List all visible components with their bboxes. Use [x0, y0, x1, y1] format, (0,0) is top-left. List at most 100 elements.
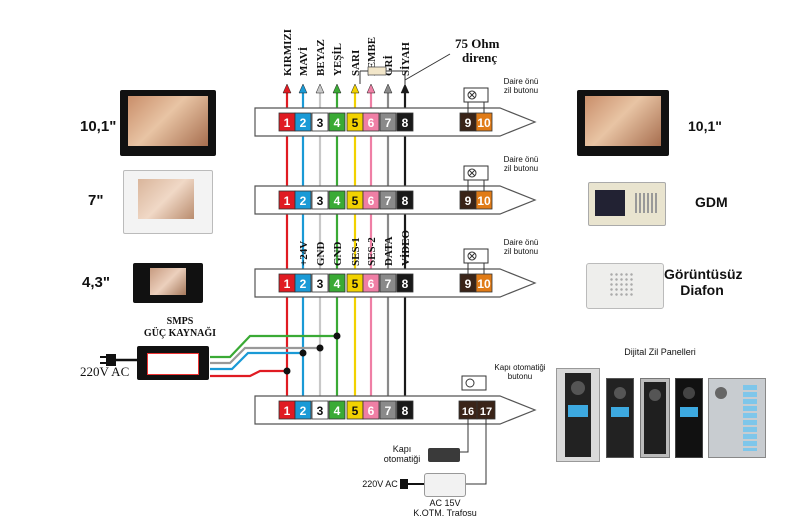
terminal-number: 1	[284, 116, 291, 130]
terminal-box	[328, 400, 346, 420]
terminal-box	[396, 400, 414, 420]
psu-ac-label: 220V AC	[80, 364, 130, 379]
terminal-number: 4	[334, 277, 341, 291]
terminal-box	[311, 112, 329, 132]
wire-arrow	[366, 83, 376, 94]
psu-wire	[210, 351, 303, 371]
door-panel	[606, 378, 634, 458]
bell-icon	[468, 91, 476, 99]
terminal-number: 3	[317, 116, 324, 130]
wire-arrow	[282, 83, 292, 94]
door-panel	[640, 378, 670, 458]
door-button-label: Kapı otomatiği	[494, 363, 545, 372]
bell-icon	[468, 252, 476, 260]
monitor-size-label: 10,1"	[80, 118, 117, 135]
monitor-size-label: 4,3"	[82, 274, 110, 291]
terminal-box	[311, 273, 329, 293]
gdm-unit	[588, 182, 666, 226]
terminal-number: 5	[352, 404, 359, 418]
psu-box	[137, 346, 209, 380]
terminal-number: 6	[368, 116, 375, 130]
wire-arrow	[315, 83, 325, 94]
resistor-icon	[367, 66, 387, 76]
resistor-label: 75 Ohm	[455, 36, 500, 51]
door-wire	[460, 419, 469, 453]
monitor-size-label: 7"	[88, 192, 104, 209]
panels-title: Dijital Zil Panelleri	[624, 347, 696, 357]
terminal-number: 2	[300, 116, 307, 130]
terminal-box	[294, 190, 312, 210]
wire-arrow	[332, 83, 342, 94]
terminal-number: 2	[300, 277, 307, 291]
terminal-number: 3	[317, 404, 324, 418]
monitor-7-inch-left	[123, 170, 213, 234]
wire-arrow	[350, 83, 360, 94]
terminal-box	[379, 400, 397, 420]
terminal-box	[379, 190, 397, 210]
terminal-number: 10	[477, 194, 491, 208]
psu-wire	[210, 369, 287, 378]
wire-color-label: SARI	[350, 50, 362, 76]
bus-wires	[282, 83, 410, 420]
door-panel	[675, 378, 703, 458]
wire-color-label: YEŞİL	[332, 43, 344, 76]
terminal-number: 6	[368, 277, 375, 291]
signal-label: GND	[332, 242, 344, 267]
terminal-number: 3	[317, 194, 324, 208]
terminal-box	[362, 273, 380, 293]
audio-intercom-unit	[586, 263, 664, 309]
terminal-number: 10	[477, 116, 491, 130]
terminal-number: 7	[385, 277, 392, 291]
resistor-pointer	[404, 53, 451, 81]
terminal-number: 1	[284, 194, 291, 208]
junction-dot	[316, 344, 324, 352]
terminal-number: 8	[402, 116, 409, 130]
psu-wire	[210, 334, 337, 359]
signal-label: VİDEO	[400, 229, 412, 266]
signal-label: GND	[315, 242, 327, 267]
junction-dot	[283, 367, 291, 375]
terminal-number: 6	[368, 404, 375, 418]
device-label: GDM	[695, 194, 728, 210]
wire-color-label: KIRMIZI	[282, 29, 294, 76]
terminal-box	[294, 112, 312, 132]
terminal-number: 4	[334, 194, 341, 208]
transformer-device	[424, 473, 466, 497]
bell-icon	[468, 169, 476, 177]
terminal-number: 9	[465, 116, 472, 130]
door-panel	[708, 378, 766, 458]
door-panel	[556, 368, 600, 462]
terminal-number: 6	[368, 194, 375, 208]
plug-icon	[106, 354, 116, 366]
bell-button-label: Daire önü	[504, 238, 539, 247]
wire-arrow	[400, 83, 410, 94]
bell-button-label: zil butonu	[504, 86, 538, 95]
terminal-box	[328, 273, 346, 293]
terminal-number: 9	[465, 194, 472, 208]
terminal-number: 2	[300, 194, 307, 208]
terminal-number: 8	[402, 277, 409, 291]
door-button-label: butonu	[508, 372, 532, 381]
terminal-box	[379, 273, 397, 293]
terminal-box	[396, 273, 414, 293]
terminal-number: 9	[465, 277, 472, 291]
terminal-box	[362, 190, 380, 210]
terminal-number: 4	[334, 116, 341, 130]
terminal-number: 1	[284, 404, 291, 418]
wire-arrow	[298, 83, 308, 94]
terminal-number: 8	[402, 194, 409, 208]
terminal-box	[328, 112, 346, 132]
terminal-number: 7	[385, 194, 392, 208]
terminal-number: 4	[334, 404, 341, 418]
wire-arrow	[383, 83, 393, 94]
bell-button-label: Daire önü	[504, 77, 539, 86]
bell-button-label: Daire önü	[504, 155, 539, 164]
terminal-number: 17	[480, 406, 492, 418]
